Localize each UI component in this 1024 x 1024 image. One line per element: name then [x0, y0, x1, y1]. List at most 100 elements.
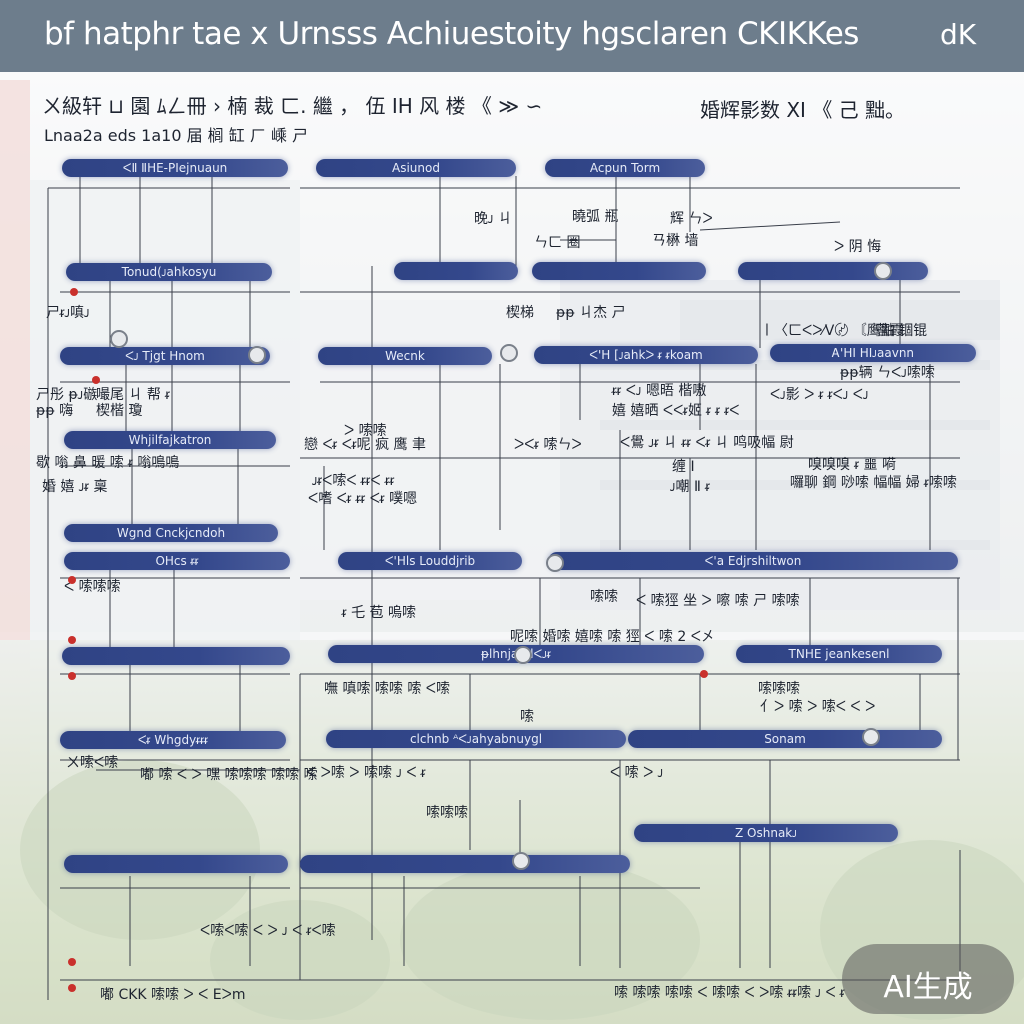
node-label: 曉弧 瓶 — [572, 209, 619, 225]
watermark-text: AI生成 — [883, 970, 973, 1005]
category-bar: Sonam — [628, 730, 942, 748]
category-bar-label: Whjilfajkatron — [128, 433, 212, 447]
red-dot-icon — [700, 670, 708, 678]
category-bar: ᐸ'Hls Louddjrib — [338, 552, 522, 570]
category-bar — [738, 262, 928, 280]
category-bar-label: ᐸᵲ Whgdyᵲᵲᵲ — [137, 733, 209, 747]
node-label: ᴊ嘲 Ⅱ ᵲ — [670, 479, 710, 495]
node-knob-icon — [862, 728, 880, 746]
category-bar — [300, 855, 630, 873]
node-label: ㄣㄈ 圈 — [534, 235, 581, 251]
category-bar: ᐸᴊ Tjgt Hnom — [60, 347, 270, 365]
category-bar: Tonud(ᴊahkosyu — [66, 263, 272, 281]
node-label: 嗦嗦嗦 — [426, 805, 468, 821]
category-bar: Asiunod — [316, 159, 516, 177]
node-knob-icon — [874, 262, 892, 280]
node-knob-icon — [546, 554, 564, 572]
category-bar: Acpun Torm — [545, 159, 705, 177]
node-label: 菩霞 — [876, 323, 904, 339]
category-bar — [394, 262, 518, 280]
ai-generated-watermark: AI生成 — [842, 944, 1014, 1014]
category-bar: ᐸ'H [ᴊahkᐳ ᵲ ᵲkoam — [534, 346, 758, 364]
node-label: ᐸ鷽 ᴊᵲ ㄐ ᵲᵲ ᐸᵲ ㄐ 鸣吸幅 尉 — [620, 435, 794, 451]
node-label: 嘬尾 ㄐ 帮 ᵲ — [96, 387, 171, 403]
title-bar: bf hatphr tae x Urnsss Achiuestoity hgsc… — [0, 0, 1024, 72]
node-label: 婚 嬉 ᴊᵲ 稟 — [42, 479, 108, 495]
red-dot-icon — [70, 288, 78, 296]
background-window-row — [600, 540, 990, 550]
category-bar: ᐸ'a Edjrshiltwon — [548, 552, 958, 570]
node-label: ᐸ 嗦嗦嗦 — [64, 579, 121, 595]
node-label: ᵽᵽ 嗨 — [36, 403, 74, 419]
node-label: ᐳ 嗦嗦 — [344, 423, 387, 439]
category-bar — [62, 647, 290, 665]
category-bar: TNHE jeankesenl — [736, 645, 942, 663]
category-bar: Whjilfajkatron — [64, 431, 276, 449]
red-dot-icon — [68, 636, 76, 644]
node-label: ㄕ彤 ᵽᴊ䃚 — [36, 387, 98, 403]
background-tree — [20, 760, 260, 940]
category-bar-label: TNHE jeankesenl — [788, 647, 890, 661]
category-bar-label: ᐸⅡ ⅡHE-PIejnuaun — [122, 161, 228, 175]
node-label: 嗦 — [520, 709, 534, 725]
node-knob-icon — [248, 346, 266, 364]
node-label: 嬉 嬉晒 ᐸᐸᵲ姬 ᵲ ᵲ ᵲᐸ — [612, 403, 740, 419]
node-label: ㄨ嗦ᐸ嗦 — [66, 755, 119, 771]
node-label: 嘸 嗔嗦 嗦嗦 嗦 ᐸ嗦 — [324, 681, 451, 697]
category-bar-label: Ꭺ'HI HIᴊaavnn — [831, 346, 915, 360]
category-bar-label: Z Oshnakᴊ — [735, 826, 797, 840]
node-label: ᴊᵲᐸ嗦ᐸ ᵲᵲᐸ ᵲᵲ — [312, 473, 395, 489]
node-label: 嗦嗦 — [590, 589, 618, 605]
node-label: ᐸ 嗦㹵 坐 ᐳ 嚓 嗦 ㄕ 嗦嗦 — [636, 593, 800, 609]
node-label: ᐳᐸᵲ 嗦ㄣᐳ — [514, 437, 582, 453]
node-label: 〡〈ㄈᐸᐳ⁄Ⅴ〄 〘鹰鼬 锢锟 — [760, 323, 928, 339]
title-right-text: dK — [940, 18, 977, 51]
node-label: 戀 ᐸᵲ ᐸᵲ呢 疯 鹰 聿 — [304, 437, 426, 453]
node-label: 楔楷 瓊 — [96, 403, 143, 419]
category-bar-label: OHcs ᵲᵲ — [155, 554, 199, 568]
red-dot-icon — [68, 958, 76, 966]
category-bar-label: Sonam — [764, 732, 806, 746]
node-knob-icon — [110, 330, 128, 348]
footer-right: 嗦 嗦嗦 嗦嗦 ᐸ 嗦嗦 ᐸ ᐳ嗦 ᵲᵲ嗦 ᴊ ᐸ ᵲ — [614, 985, 845, 1001]
node-label: ㄕ — [46, 305, 60, 321]
node-label: 缠 Ⅰ — [672, 459, 695, 475]
category-bar — [64, 855, 288, 873]
category-bar: Z Oshnakᴊ — [634, 824, 898, 842]
node-label: ᵲᴊ嗔ᴊ — [60, 305, 90, 321]
category-bar-label: ᐸ'H [ᴊahkᐳ ᵲ ᵲkoam — [589, 348, 703, 362]
category-bar-label: Wgnd Cnckjcndoh — [116, 526, 226, 540]
category-bar-label: clchnb ᴬᐸᴊahyabnuygl — [409, 732, 543, 746]
subtitle-second: Lnaa2a eds 1a10 届 榈 缸 ㄏ 嵊 ㄕ — [44, 126, 309, 145]
category-bar: ᐸⅡ ⅡHE-PIejnuaun — [62, 159, 288, 177]
page-title: bf hatphr tae x Urnsss Achiuestoity hgsc… — [44, 16, 859, 52]
category-bar-label: Wecnk — [385, 349, 425, 363]
category-bar: OHcs ᵲᵲ — [64, 552, 290, 570]
background-window-row — [600, 360, 990, 370]
node-label: 嘟 嗦 ᐸ ᐳ 嘿 嗦嗦嗦 嗦嗦 嗦 — [140, 767, 318, 783]
node-label: 囉聊 鋼 唦嗦 幅幅 婦 ᵲ嗦嗦 — [790, 475, 957, 491]
category-bar: ᐸᵲ Whgdyᵲᵲᵲ — [60, 731, 286, 749]
category-bar-label: ᐸ'a Edjrshiltwon — [704, 554, 802, 568]
red-dot-icon — [68, 576, 76, 584]
node-label: ᐸ ᐳ嗦 ᐳ 嗦嗦 ᴊ ᐸ ᵲ — [306, 765, 426, 781]
node-label: ㄢ楙 墙 — [652, 233, 699, 249]
category-bar-label: Acpun Torm — [589, 161, 661, 175]
node-label: 嗅嗅嗅 ᵲ 噩 嗬 — [808, 457, 897, 473]
red-dot-icon — [92, 376, 100, 384]
node-label: ᐸᴊ影 ᐳ ᵲ ᵲᐸᴊ ᐸᴊ — [770, 387, 869, 403]
category-bar: Ꭺ'HI HIᴊaavnn — [770, 344, 976, 362]
category-bar: clchnb ᴬᐸᴊahyabnuygl — [326, 730, 626, 748]
node-label: 楔梯 — [506, 305, 534, 321]
background-window-row — [600, 420, 990, 430]
node-label: ᐳ 阴 悔 — [834, 239, 882, 255]
node-label: ᵽᵽ ㄐ杰 ㄕ — [556, 305, 626, 321]
category-bar: Wecnk — [318, 347, 492, 365]
node-label: ᵲᵲ ᐸᴊ 嗯晤 楷嗷 — [612, 383, 707, 399]
category-bar: Wgnd Cnckjcndoh — [64, 524, 278, 542]
node-knob-icon — [500, 344, 518, 362]
node-knob-icon — [512, 852, 530, 870]
category-bar-label: ᐸ'Hls Louddjrib — [384, 554, 476, 568]
category-bar — [532, 262, 706, 280]
